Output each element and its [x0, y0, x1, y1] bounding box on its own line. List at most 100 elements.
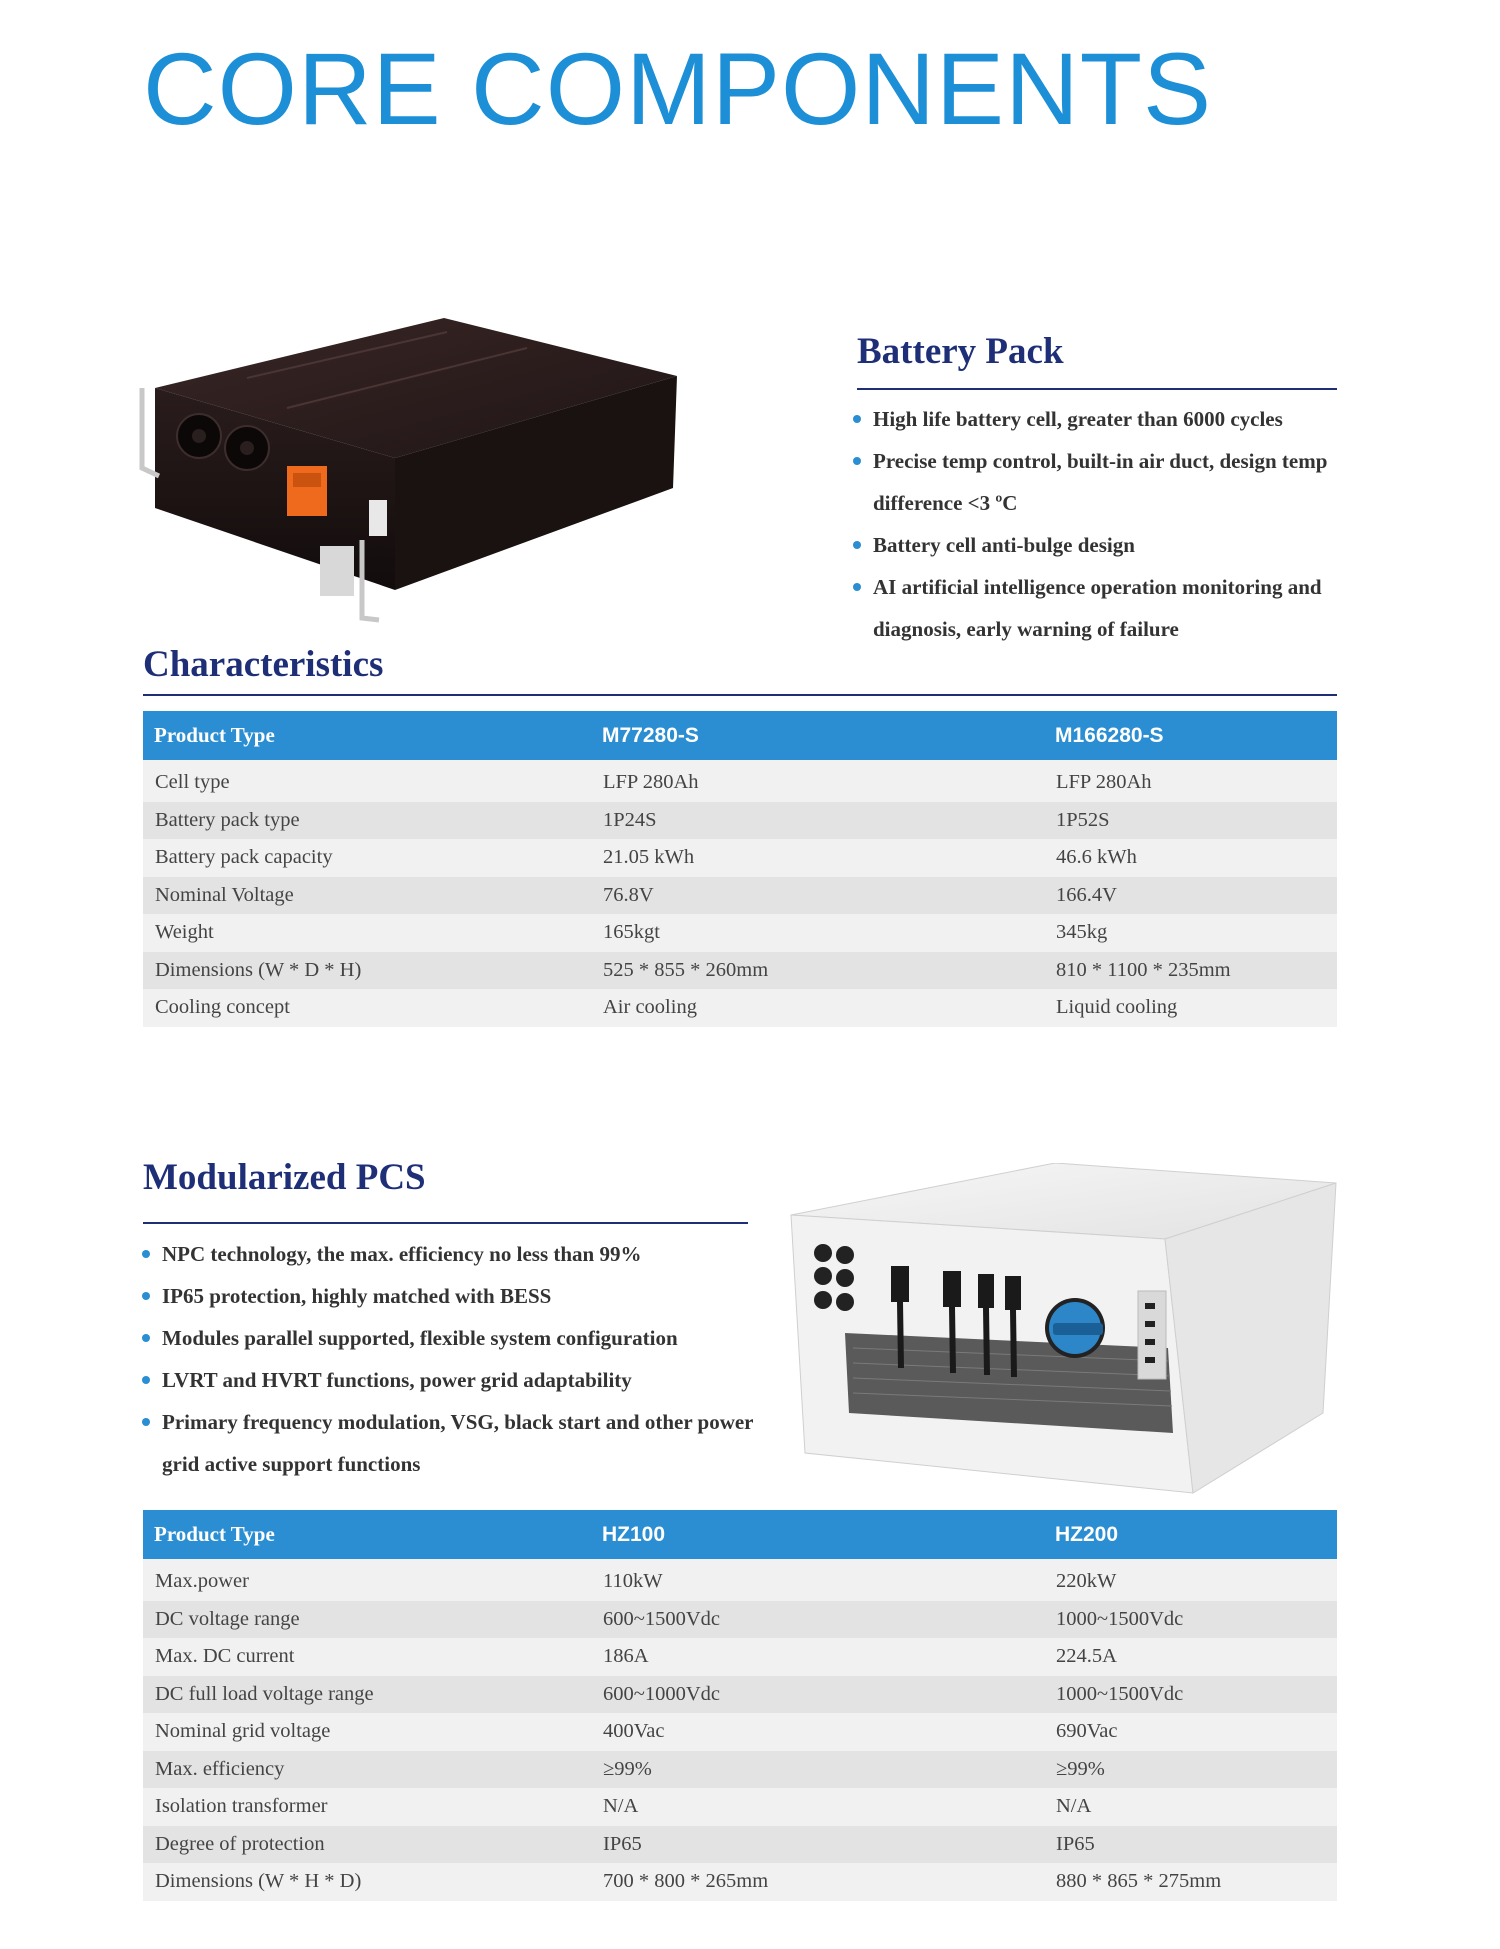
table-cell: 880 * 865 * 275mm [1044, 1863, 1337, 1901]
table-cell: Dimensions (W * D * H) [143, 951, 591, 989]
table-cell: 1000~1500Vdc [1044, 1675, 1337, 1713]
battery-pack-heading-rule [857, 388, 1337, 390]
table-cell: 400Vac [591, 1713, 1044, 1751]
pcs-feature-item: LVRT and HVRT functions, power grid adap… [142, 1359, 762, 1401]
table-cell: Nominal Voltage [143, 876, 591, 914]
table-cell: LFP 280Ah [1044, 760, 1337, 802]
pcs-heading: Modularized PCS [143, 1157, 426, 1198]
table-cell: ≥99% [1044, 1750, 1337, 1788]
table-cell: LFP 280Ah [591, 760, 1044, 802]
table-cell: 46.6 kWh [1044, 839, 1337, 877]
table-cell: Liquid cooling [1044, 989, 1337, 1027]
table-cell: 600~1000Vdc [591, 1675, 1044, 1713]
battery-pack-features: High life battery cell, greater than 600… [853, 398, 1353, 650]
bullet-dot-icon [142, 1292, 150, 1300]
bullet-dot-icon [142, 1418, 150, 1426]
table-cell: 810 * 1100 * 235mm [1044, 951, 1337, 989]
table-cell: Max. DC current [143, 1638, 591, 1676]
table-cell: 345kg [1044, 914, 1337, 952]
column-header: HZ200 [1044, 1510, 1337, 1559]
pcs-feature-item: NPC technology, the max. efficiency no l… [142, 1233, 762, 1275]
table-header-row: Product Type HZ100 HZ200 [143, 1510, 1337, 1559]
table-cell: 1000~1500Vdc [1044, 1600, 1337, 1638]
table-cell: Isolation transformer [143, 1788, 591, 1826]
table-cell: 21.05 kWh [591, 839, 1044, 877]
table-cell: N/A [591, 1788, 1044, 1826]
table-cell: 600~1500Vdc [591, 1600, 1044, 1638]
table-cell: 224.5A [1044, 1638, 1337, 1676]
table-cell: 700 * 800 * 265mm [591, 1863, 1044, 1901]
table-cell: 186A [591, 1638, 1044, 1676]
table-cell: IP65 [591, 1825, 1044, 1863]
column-header: M77280-S [591, 711, 1044, 760]
pcs-heading-rule [143, 1222, 748, 1224]
battery-pack-image [139, 318, 677, 623]
table-cell: IP65 [1044, 1825, 1337, 1863]
bullet-dot-icon [853, 457, 861, 465]
table-cell: DC full load voltage range [143, 1675, 591, 1713]
battery-spec-table: Product Type M77280-S M166280-S Cell typ… [143, 711, 1337, 1027]
pcs-feature-item: Modules parallel supported, flexible sys… [142, 1317, 762, 1359]
column-header: Product Type [143, 711, 591, 760]
bullet-dot-icon [853, 583, 861, 591]
table-cell: Degree of protection [143, 1825, 591, 1863]
table-cell: 110kW [591, 1559, 1044, 1601]
table-cell: Weight [143, 914, 591, 952]
battery-feature-item: AI artificial intelligence operation mon… [853, 566, 1353, 650]
table-cell: 166.4V [1044, 876, 1337, 914]
column-header: HZ100 [591, 1510, 1044, 1559]
table-row: Max. efficiency≥99%≥99% [143, 1750, 1337, 1788]
table-header-row: Product Type M77280-S M166280-S [143, 711, 1337, 760]
battery-feature-item: Battery cell anti-bulge design [853, 524, 1353, 566]
characteristics-heading: Characteristics [143, 644, 384, 685]
table-cell: DC voltage range [143, 1600, 591, 1638]
page-title: CORE COMPONENTS [143, 32, 1213, 146]
table-cell: Air cooling [591, 989, 1044, 1027]
pcs-cabinet-image [790, 1163, 1337, 1494]
table-cell: ≥99% [591, 1750, 1044, 1788]
table-cell: 690Vac [1044, 1713, 1337, 1751]
table-cell: Battery pack type [143, 801, 591, 839]
battery-feature-item: High life battery cell, greater than 600… [853, 398, 1353, 440]
column-header: M166280-S [1044, 711, 1337, 760]
pcs-feature-item: Primary frequency modulation, VSG, black… [142, 1401, 762, 1485]
table-cell: 1P52S [1044, 801, 1337, 839]
table-cell: 165kgt [591, 914, 1044, 952]
table-cell: 220kW [1044, 1559, 1337, 1601]
bullet-dot-icon [142, 1334, 150, 1342]
battery-pack-heading: Battery Pack [857, 331, 1064, 372]
pcs-features: NPC technology, the max. efficiency no l… [142, 1233, 762, 1485]
table-cell: Max. efficiency [143, 1750, 591, 1788]
table-cell: N/A [1044, 1788, 1337, 1826]
bullet-dot-icon [142, 1250, 150, 1258]
battery-feature-item: Precise temp control, built-in air duct,… [853, 440, 1353, 524]
bullet-dot-icon [853, 415, 861, 423]
table-cell: 1P24S [591, 801, 1044, 839]
bullet-dot-icon [142, 1376, 150, 1384]
characteristics-heading-rule [143, 694, 1337, 696]
column-header: Product Type [143, 1510, 591, 1559]
table-cell: 76.8V [591, 876, 1044, 914]
table-cell: Dimensions (W * H * D) [143, 1863, 591, 1901]
table-cell: Max.power [143, 1559, 591, 1601]
table-cell: Nominal grid voltage [143, 1713, 591, 1751]
bullet-dot-icon [853, 541, 861, 549]
table-cell: Battery pack capacity [143, 839, 591, 877]
table-cell: 525 * 855 * 260mm [591, 951, 1044, 989]
